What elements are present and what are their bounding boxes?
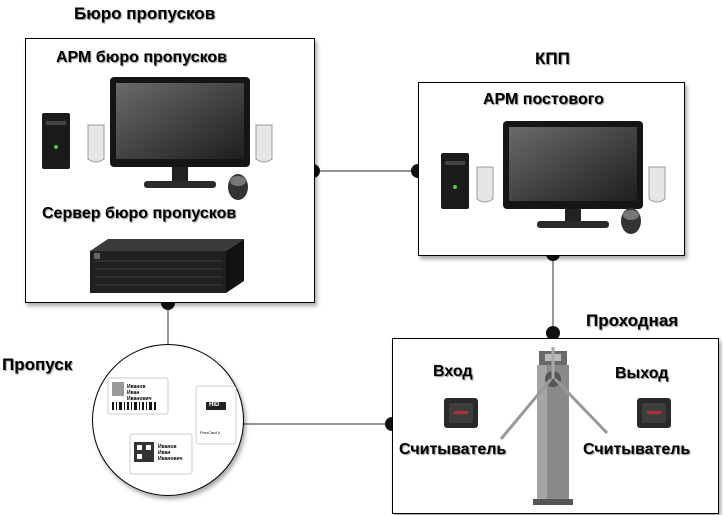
server-icon <box>90 239 244 293</box>
turnstile-icon <box>499 347 609 505</box>
card2-text: ProxCard II <box>200 430 221 435</box>
bureau-workstation-icon <box>42 77 273 200</box>
bureau-server-label: Сервер бюро пропусков <box>42 205 237 222</box>
card2-brand: HID <box>209 402 220 408</box>
card-reader-left-icon <box>444 398 478 428</box>
card-reader-right-icon <box>637 398 671 428</box>
checkpoint-title: КПП <box>535 49 570 68</box>
bureau-workstation-label: АРМ бюро пропусков <box>56 49 228 66</box>
node-turnstile-top <box>546 326 560 340</box>
pass-title: Пропуск <box>2 355 73 374</box>
bureau-box: АРМ бюро пропусков Сервер бюро пропусков <box>25 38 315 303</box>
turnstile-area-title: Проходная <box>586 311 679 330</box>
checkpoint-box: АРМ постового <box>418 82 685 256</box>
checkpoint-workstation-icon <box>441 121 666 234</box>
exit-label: Выход <box>615 365 669 382</box>
card1-text: Иванов Иван Иванович <box>127 384 152 402</box>
bureau-title: Бюро пропусков <box>74 4 216 23</box>
entry-label: Вход <box>433 363 473 380</box>
reader-left-label: Считыватель <box>399 441 507 458</box>
card3-text: Иванов Иван Иванович <box>158 444 183 462</box>
turnstile-area-box: Вход Выход Считыватель Считыватель <box>392 338 719 514</box>
reader-right-label: Считыватель <box>583 441 691 458</box>
pass-cards-art <box>107 377 237 475</box>
checkpoint-workstation-label: АРМ постового <box>483 91 604 108</box>
